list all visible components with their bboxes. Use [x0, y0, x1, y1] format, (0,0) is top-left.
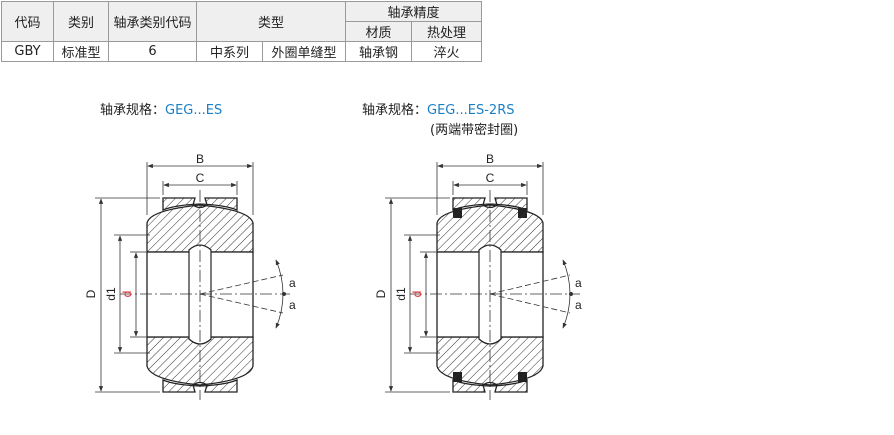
dim-a-bottom-left: a	[289, 298, 296, 312]
header-precision: 轴承精度	[345, 1, 482, 22]
right-caption: 轴承规格：GEG...ES-2RS	[362, 99, 515, 118]
dim-d1-right: d1	[394, 287, 408, 301]
bearing-drawing-left: B C D d1 d a a	[84, 152, 296, 400]
table-row: GBY 标准型 6 中系列 外圈单缝型 轴承钢 淬火	[1, 41, 482, 62]
dim-D-right: D	[374, 289, 388, 298]
cell-heat: 淬火	[411, 41, 482, 62]
dim-d-right: d	[410, 291, 424, 298]
cell-category: 标准型	[53, 41, 109, 62]
dim-B-left: B	[196, 152, 204, 166]
dim-a-top-right: a	[575, 276, 582, 290]
header-code: 代码	[1, 1, 54, 42]
dim-a-bottom-right: a	[575, 298, 582, 312]
cell-bearing-code: 6	[108, 41, 197, 62]
dimension-lines-left	[95, 162, 254, 393]
right-caption-note: (两端带密封圈)	[430, 123, 519, 138]
dim-B-right: B	[486, 152, 494, 166]
bearing-drawing-right: B C D d1 d a a	[374, 152, 582, 400]
header-type: 类型	[196, 1, 346, 42]
right-caption-model: GEG...ES-2RS	[427, 103, 515, 118]
dim-d1-left: d1	[104, 287, 118, 301]
cell-ring: 外圈单缝型	[262, 41, 346, 62]
dim-a-top-left: a	[289, 276, 296, 290]
left-caption: 轴承规格：GEG...ES	[100, 99, 222, 118]
dimension-lines-right	[385, 162, 544, 393]
header-heat: 热处理	[411, 21, 482, 42]
cell-series: 中系列	[196, 41, 263, 62]
dim-d-left: d	[120, 291, 134, 298]
dim-C-right: C	[486, 171, 495, 185]
bearing-right-body	[410, 190, 580, 400]
dim-D-left: D	[84, 289, 98, 298]
right-caption-label: 轴承规格：	[362, 103, 428, 118]
cell-code: GBY	[1, 41, 54, 62]
bearing-left-body	[120, 190, 290, 400]
spec-table: 代码 类别 轴承类别代码 类型 轴承精度 材质 热处理 GBY 标准型 6 中系…	[1, 1, 482, 62]
left-caption-label: 轴承规格：	[100, 103, 166, 118]
dim-C-left: C	[196, 171, 205, 185]
left-caption-model: GEG...ES	[165, 103, 223, 118]
